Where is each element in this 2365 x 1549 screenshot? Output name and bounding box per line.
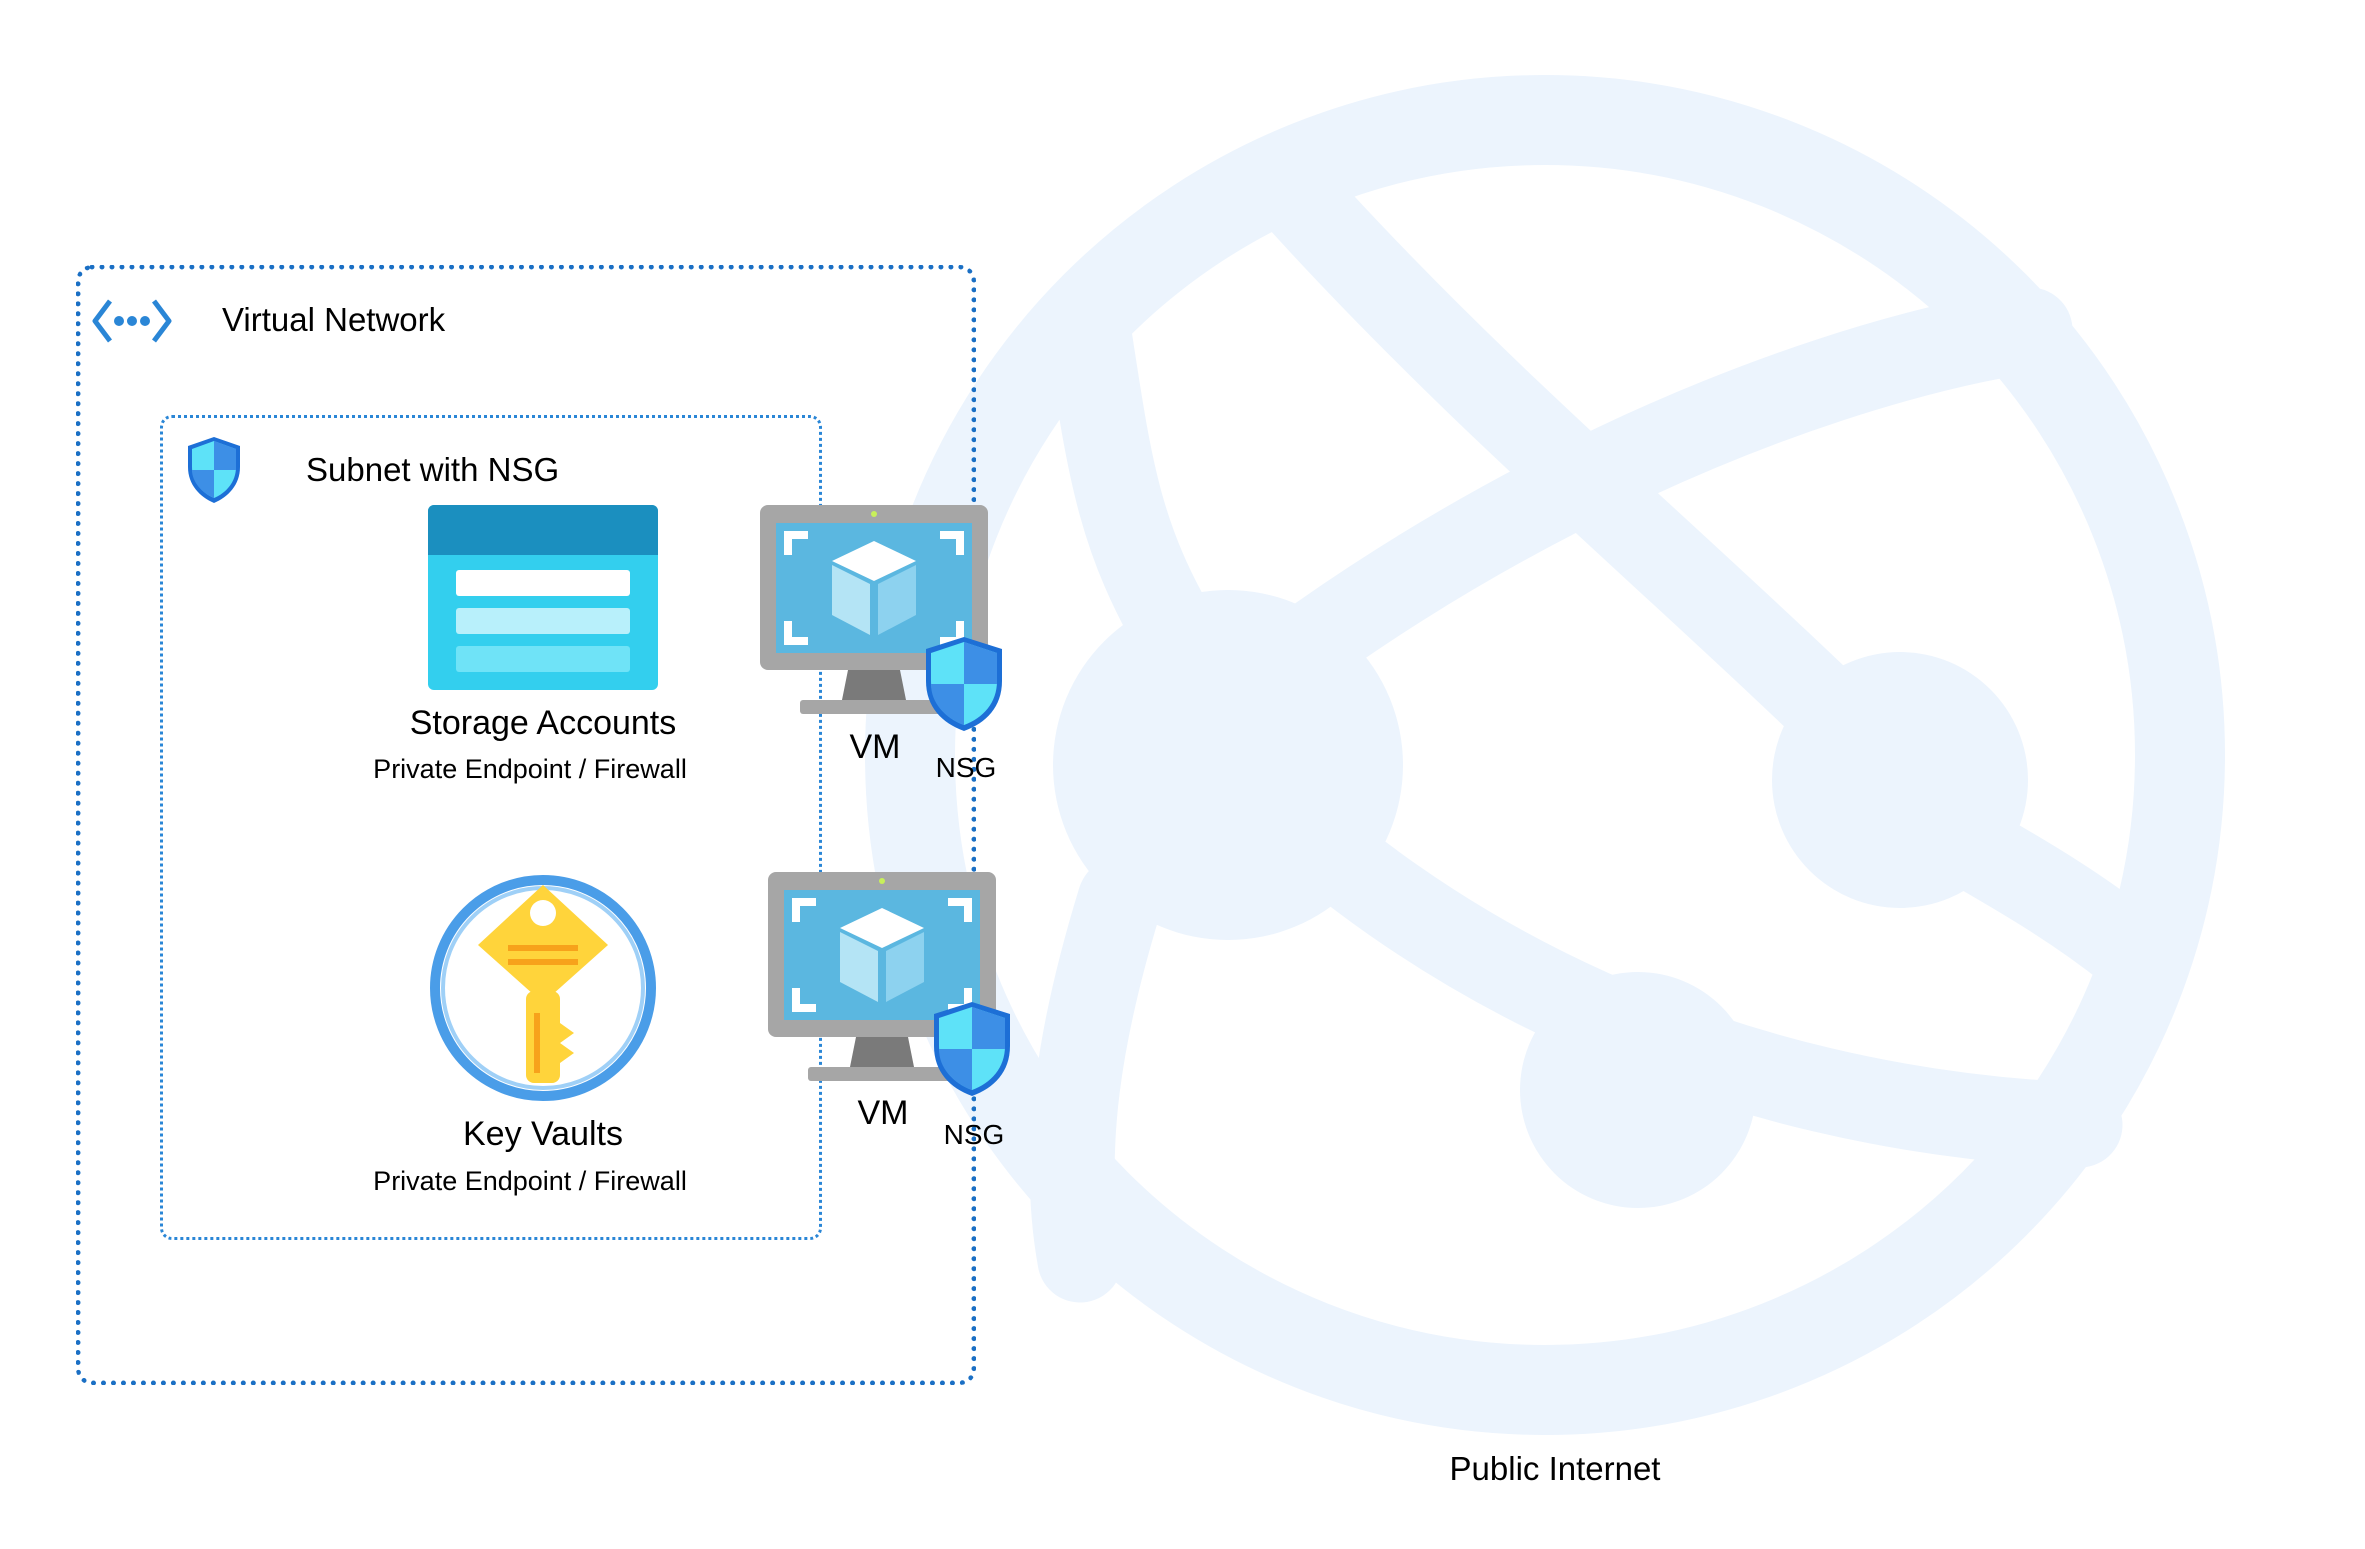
storage-label: Storage Accounts bbox=[409, 704, 677, 742]
nsg-label: NSG bbox=[935, 752, 997, 783]
storage-account-icon bbox=[428, 505, 658, 690]
vnet-label: Virtual Network bbox=[222, 301, 446, 338]
virtual-machine-icon bbox=[768, 872, 1010, 1096]
nsg-label: NSG bbox=[943, 1119, 1005, 1150]
nsg-shield-icon bbox=[188, 437, 240, 503]
virtual-machine-icon bbox=[760, 505, 1002, 731]
subnet-boundary bbox=[160, 415, 822, 1240]
nsg-shield-icon bbox=[934, 1002, 1010, 1096]
keyvault-sublabel: Private Endpoint / Firewall bbox=[373, 1166, 687, 1196]
virtual-network-icon bbox=[92, 299, 172, 343]
storage-sublabel: Private Endpoint / Firewall bbox=[373, 754, 687, 784]
keyvault-label: Key Vaults bbox=[462, 1115, 624, 1153]
vm-label: VM bbox=[857, 1094, 909, 1132]
key-vault-icon bbox=[430, 875, 656, 1101]
vm-label: VM bbox=[849, 728, 901, 766]
subnet-label: Subnet with NSG bbox=[306, 451, 560, 488]
virtual-network-boundary bbox=[76, 265, 976, 1385]
internet-label: Public Internet bbox=[1449, 1450, 1661, 1487]
nsg-shield-icon bbox=[926, 637, 1002, 731]
